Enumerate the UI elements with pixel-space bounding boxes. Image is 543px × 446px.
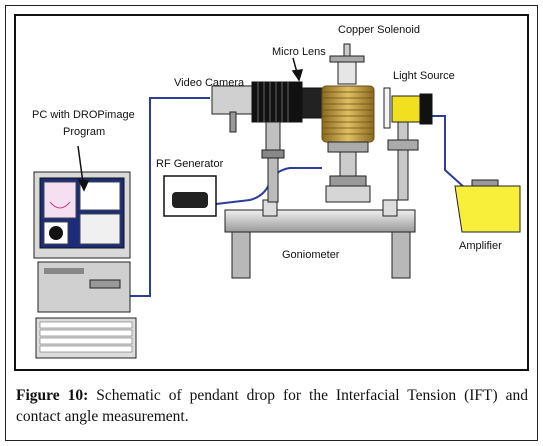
goniometer-table [224,199,416,279]
light-cable [425,115,466,189]
rf-generator-label: RF Generator [156,158,224,170]
pc-label-line2: Program [63,126,106,138]
video-camera-label: Video Camera [174,77,245,89]
camera-to-pc-cable [125,97,210,297]
pc [33,171,137,359]
rf-generator [163,175,217,217]
copper-solenoid [321,43,375,203]
micro-lens-label: Micro Lens [272,46,326,58]
figure-caption: Figure 10: Schematic of pendant drop for… [16,385,528,427]
pointer-arrows [77,57,304,192]
amplifier [454,179,521,233]
video-camera [211,85,253,133]
figure-frame [5,5,538,441]
amplifier-label: Amplifier [459,240,502,252]
figure-number: Figure 10: [16,387,89,404]
pc-label-line1: PC with DROPimage [32,109,135,121]
caption-text: Schematic of pendant drop for the Interf… [16,387,529,425]
light-source [383,87,433,201]
copper-solenoid-label: Copper Solenoid [338,24,420,36]
goniometer-label: Goniometer [282,249,340,261]
diagram-frame [14,14,529,371]
micro-lens [251,81,323,203]
light-source-label: Light Source [393,70,455,82]
